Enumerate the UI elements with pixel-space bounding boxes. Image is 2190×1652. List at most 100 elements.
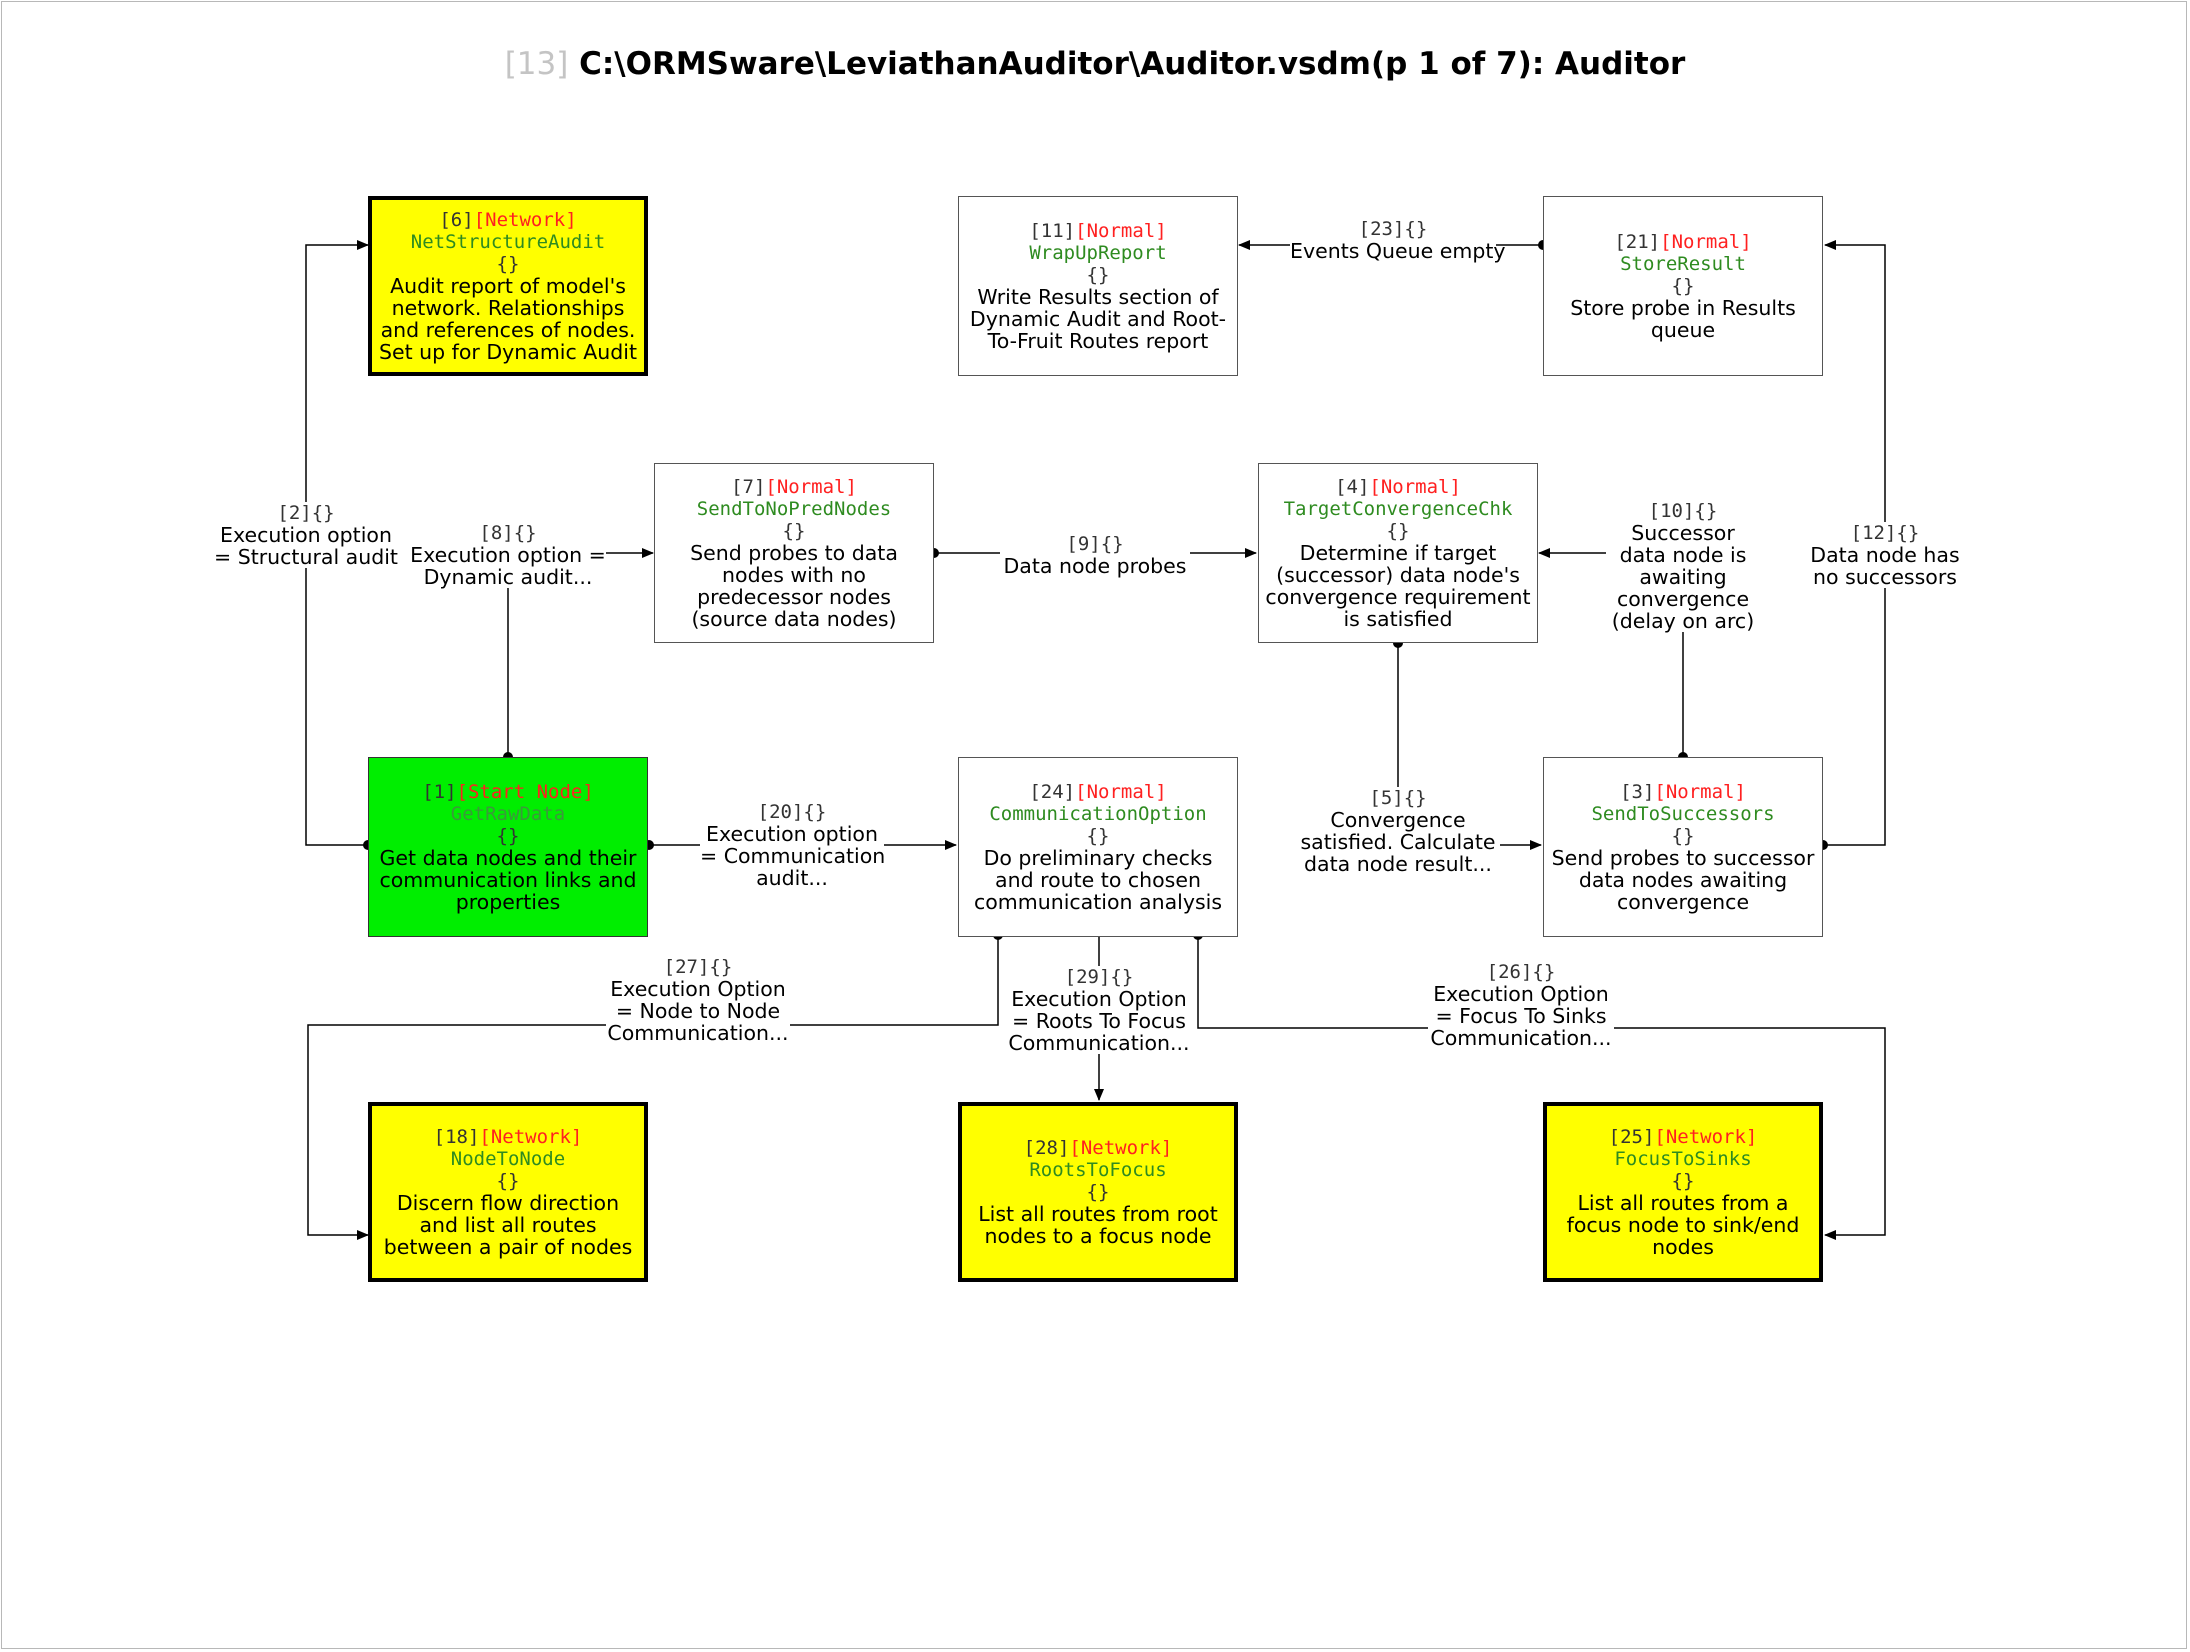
node-id: [21] bbox=[1614, 231, 1661, 253]
edge-text: Execution Option bbox=[1011, 987, 1187, 1011]
node-braces: {} bbox=[1086, 1181, 1110, 1203]
node-type: [Normal] bbox=[1075, 781, 1167, 803]
node-net-structure-audit[interactable]: [6][Network] NetStructureAudit {} Audit … bbox=[368, 196, 648, 376]
page-ref: [13] bbox=[504, 46, 569, 82]
node-type: [Network] bbox=[1069, 1137, 1173, 1159]
edge-label-20: [20]{} Execution option = Communication … bbox=[700, 801, 886, 890]
edge-26 bbox=[1197, 935, 1886, 1240]
edge-text: Communication... bbox=[1430, 1026, 1612, 1050]
node-name: NodeToNode bbox=[450, 1148, 566, 1170]
edge-label-26: [26]{} Execution Option = Focus To Sinks… bbox=[1428, 961, 1614, 1049]
edge-text: convergence bbox=[1616, 587, 1750, 611]
node-focus-to-sinks[interactable]: [25][Network] FocusToSinks {} List all r… bbox=[1543, 1102, 1823, 1282]
node-description: Get data nodes and their communication l… bbox=[379, 846, 637, 914]
edge-id: [29]{} bbox=[1064, 966, 1134, 988]
edge-text: Execution Option bbox=[610, 977, 786, 1001]
edge-label-5: [5]{} Convergence satisfied. Calculate d… bbox=[1296, 787, 1500, 875]
edge-id: [8]{} bbox=[479, 522, 537, 544]
edge-text: = Node to Node bbox=[615, 999, 781, 1023]
edge-text: Dynamic audit... bbox=[423, 565, 593, 589]
node-send-to-successors[interactable]: [3][Normal] SendToSuccessors {} Send pro… bbox=[1543, 757, 1823, 937]
node-communication-option[interactable]: [24][Normal] CommunicationOption {} Do p… bbox=[958, 757, 1238, 937]
node-store-result[interactable]: [21][Normal] StoreResult {} Store probe … bbox=[1543, 196, 1823, 376]
node-id: [4] bbox=[1335, 476, 1370, 498]
edge-text: Communication... bbox=[607, 1021, 789, 1045]
node-type: [Normal] bbox=[1654, 781, 1746, 803]
edge-text: Events Queue empty bbox=[1290, 239, 1506, 263]
edge-text: audit... bbox=[756, 866, 828, 890]
node-braces: {} bbox=[1671, 275, 1695, 297]
edge-label-23: [23]{} Events Queue empty bbox=[1290, 218, 1506, 263]
edge-text: Execution option bbox=[706, 822, 878, 846]
edge-text: data node result... bbox=[1304, 852, 1492, 876]
node-description: Discern flow direction and list all rout… bbox=[383, 1191, 633, 1259]
node-node-to-node[interactable]: [18][Network] NodeToNode {} Discern flow… bbox=[368, 1102, 648, 1282]
edge-text: Execution option = bbox=[410, 543, 606, 567]
file-path-title: C:\ORMSware\LeviathanAuditor\Auditor.vsd… bbox=[579, 46, 1686, 82]
node-description: Do preliminary checks and route to chose… bbox=[973, 846, 1223, 914]
node-braces: {} bbox=[1086, 264, 1110, 286]
node-type: [Network] bbox=[473, 209, 577, 231]
edge-id: [26]{} bbox=[1486, 961, 1556, 983]
edge-text: no successors bbox=[1813, 565, 1957, 589]
node-description: Store probe in Results queue bbox=[1570, 296, 1796, 342]
node-description: Send probes to data nodes with no predec… bbox=[690, 541, 898, 631]
edge-id: [20]{} bbox=[757, 801, 827, 823]
node-description: Write Results section of Dynamic Audit a… bbox=[969, 285, 1227, 353]
node-type: [Start Node] bbox=[456, 781, 594, 803]
edge-text: Execution option bbox=[220, 523, 392, 547]
node-id: [18] bbox=[433, 1126, 480, 1148]
node-description: List all routes from root nodes to a foc… bbox=[978, 1202, 1218, 1248]
node-braces: {} bbox=[496, 1170, 520, 1192]
edge-id: [5]{} bbox=[1369, 787, 1427, 809]
node-id: [6] bbox=[439, 209, 474, 231]
node-name: SendToNoPredNodes bbox=[696, 498, 892, 520]
node-wrap-up-report[interactable]: [11][Normal] WrapUpReport {} Write Resul… bbox=[958, 196, 1238, 376]
node-send-to-no-pred-nodes[interactable]: [7][Normal] SendToNoPredNodes {} Send pr… bbox=[654, 463, 934, 643]
node-description: Determine if target (successor) data nod… bbox=[1265, 541, 1531, 631]
edge-text: (delay on arc) bbox=[1611, 609, 1755, 633]
node-name: StoreResult bbox=[1620, 253, 1746, 275]
edge-id: [23]{} bbox=[1358, 218, 1428, 240]
edge-text: Communication... bbox=[1008, 1031, 1190, 1055]
node-get-raw-data[interactable]: [1][Start Node] GetRawData {} Get data n… bbox=[368, 757, 648, 937]
edge-label-10: [10]{} Successor data node is awaiting c… bbox=[1606, 500, 1760, 632]
edge-text: = Focus To Sinks bbox=[1435, 1004, 1607, 1028]
edge-text: = Communication bbox=[700, 844, 886, 868]
node-braces: {} bbox=[496, 825, 520, 847]
page-title: [13] C:\ORMSware\LeviathanAuditor\Audito… bbox=[0, 46, 2190, 82]
edge-id: [10]{} bbox=[1648, 500, 1718, 522]
node-roots-to-focus[interactable]: [28][Network] RootsToFocus {} List all r… bbox=[958, 1102, 1238, 1282]
edge-27 bbox=[307, 935, 999, 1240]
node-name: SendToSuccessors bbox=[1591, 803, 1775, 825]
node-name: CommunicationOption bbox=[989, 803, 1207, 825]
node-braces: {} bbox=[1386, 520, 1410, 542]
edge-label-8: [8]{} Execution option = Dynamic audit..… bbox=[410, 522, 606, 588]
node-braces: {} bbox=[782, 520, 806, 542]
node-description: Send probes to successor data nodes awai… bbox=[1551, 846, 1815, 914]
edge-label-29: [29]{} Execution Option = Roots To Focus… bbox=[1006, 966, 1192, 1054]
node-id: [7] bbox=[731, 476, 766, 498]
node-id: [25] bbox=[1608, 1126, 1655, 1148]
node-braces: {} bbox=[496, 253, 520, 275]
node-target-convergence-chk[interactable]: [4][Normal] TargetConvergenceChk {} Dete… bbox=[1258, 463, 1538, 643]
node-type: [Normal] bbox=[1075, 220, 1167, 242]
node-name: FocusToSinks bbox=[1614, 1148, 1752, 1170]
node-braces: {} bbox=[1671, 825, 1695, 847]
node-braces: {} bbox=[1671, 1170, 1695, 1192]
edge-id: [9]{} bbox=[1066, 533, 1124, 555]
edge-text: Execution Option bbox=[1433, 982, 1609, 1006]
node-description: List all routes from a focus node to sin… bbox=[1566, 1191, 1800, 1259]
node-id: [28] bbox=[1023, 1137, 1070, 1159]
edge-label-12: [12]{} Data node has no successors bbox=[1808, 522, 1962, 588]
edge-id: [12]{} bbox=[1850, 522, 1920, 544]
edge-id: [2]{} bbox=[277, 502, 335, 524]
node-name: NetStructureAudit bbox=[410, 231, 606, 253]
node-name: GetRawData bbox=[450, 803, 566, 825]
edge-text: Successor bbox=[1631, 521, 1735, 545]
node-type: [Normal] bbox=[765, 476, 857, 498]
edge-text: data node is bbox=[1619, 543, 1747, 567]
edge-text: = Structural audit bbox=[214, 545, 398, 569]
edge-text: = Roots To Focus bbox=[1012, 1009, 1186, 1033]
